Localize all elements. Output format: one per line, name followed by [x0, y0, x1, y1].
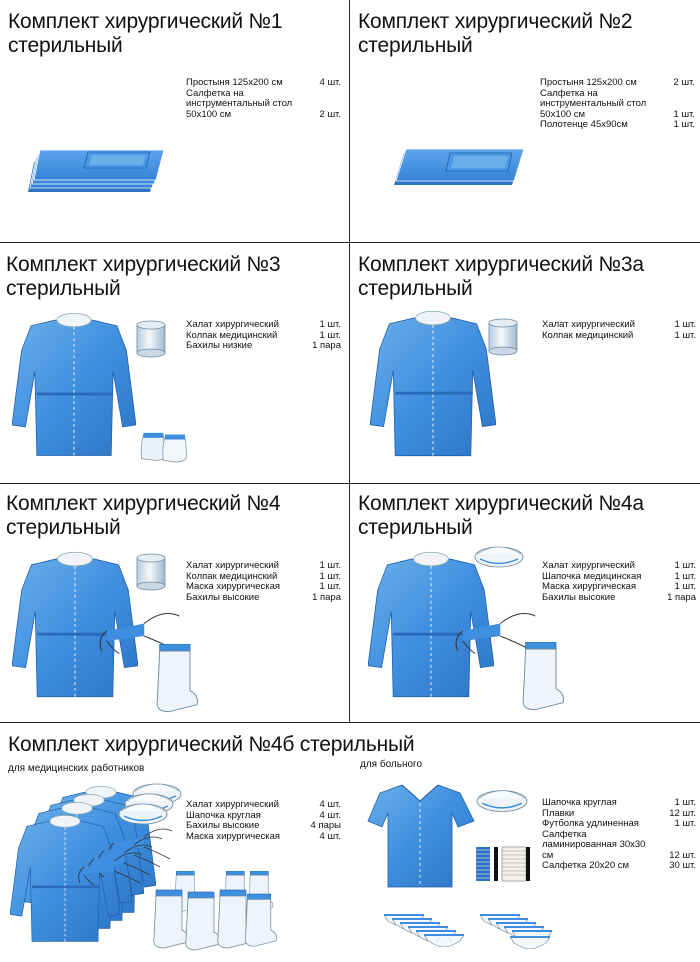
kit-title: Комплект хирургический №4 стерильный — [6, 492, 281, 540]
kit-title: Комплект хирургический №3 стерильный — [6, 253, 281, 301]
kit-title: Комплект хирургический №1 стерильный — [8, 10, 283, 58]
kit-title-line2: стерильный — [6, 516, 121, 539]
kit-title-line1: Комплект хирургический №4а — [358, 492, 644, 515]
kit-panel-1: Комплект хирургический №1 стерильный Про… — [0, 0, 349, 242]
kit-item: Салфетка на инструментальный стол 50х100… — [540, 87, 695, 120]
kit-title-line1: Комплект хирургический №2 — [358, 10, 633, 33]
divider-horizontal-2 — [0, 483, 700, 484]
low-shoe-covers-illustration — [140, 432, 188, 463]
kit-title-line2: стерильный — [358, 34, 473, 57]
kit-title: Комплект хирургический №4а стерильный — [358, 492, 644, 540]
kit-panel-3: Комплект хирургический №3 стерильный Хал… — [0, 243, 349, 483]
kit-title-line2: стерильный — [358, 277, 473, 300]
kit-title-line1: Комплект хирургический №3а — [358, 253, 644, 276]
kit-title: Комплект хирургический №3а стерильный — [358, 253, 644, 301]
kit-title-line1: Комплект хирургический №3 — [6, 253, 281, 276]
staff-label: для медицинских работников — [8, 763, 145, 774]
divider-horizontal-1 — [0, 242, 700, 243]
kit-panel-4: Комплект хирургический №4 стерильный Хал… — [0, 484, 349, 722]
folded-sheets-illustration — [394, 148, 525, 185]
divider-vertical-top — [349, 0, 350, 722]
high-shoe-covers-illustration — [156, 644, 198, 713]
kit-title-line2: стерильный — [6, 277, 121, 300]
kit-title-line1: Комплект хирургический №4 — [6, 492, 281, 515]
kit-title-line1: Комплект хирургический №1 — [8, 10, 283, 33]
folded-sheets-illustration — [28, 149, 165, 192]
kit-panel-4b: Комплект хирургический №4б стерильный дл… — [0, 723, 700, 962]
patient-label: для больного — [360, 759, 423, 770]
divider-horizontal-3 — [0, 722, 700, 723]
napkin-stacks-illustration — [476, 846, 530, 882]
medical-cap-illustration — [136, 553, 166, 591]
medical-cap-illustration — [488, 318, 518, 356]
round-cap-illustration — [476, 789, 528, 813]
high-shoe-covers-set-illustration — [153, 871, 277, 951]
round-cap-illustration — [474, 546, 524, 568]
kit-panel-2: Комплект хирургический №2 стерильный Про… — [350, 0, 700, 242]
kit-title-line2: стерильный — [358, 516, 473, 539]
kit-item: Салфетка на инструментальный стол 50х100… — [186, 87, 341, 120]
medical-cap-illustration — [136, 320, 166, 358]
kit-title-line2: стерильный — [8, 34, 123, 57]
kit-panel-3a: Комплект хирургический №3а стерильный Ха… — [350, 243, 700, 483]
surgical-gown-illustration — [370, 310, 496, 457]
high-shoe-covers-illustration — [522, 642, 564, 711]
long-tshirt-illustration — [367, 784, 475, 888]
kit-panel-4a: Комплект хирургический №4а стерильный Ха… — [350, 484, 700, 722]
round-caps-illustration — [118, 783, 182, 825]
kit-title: Комплект хирургический №4б стерильный — [8, 733, 415, 756]
briefs-stack-illustration — [384, 914, 552, 949]
kit-title: Комплект хирургический №2 стерильный — [358, 10, 633, 58]
surgical-gown-illustration — [12, 312, 136, 457]
